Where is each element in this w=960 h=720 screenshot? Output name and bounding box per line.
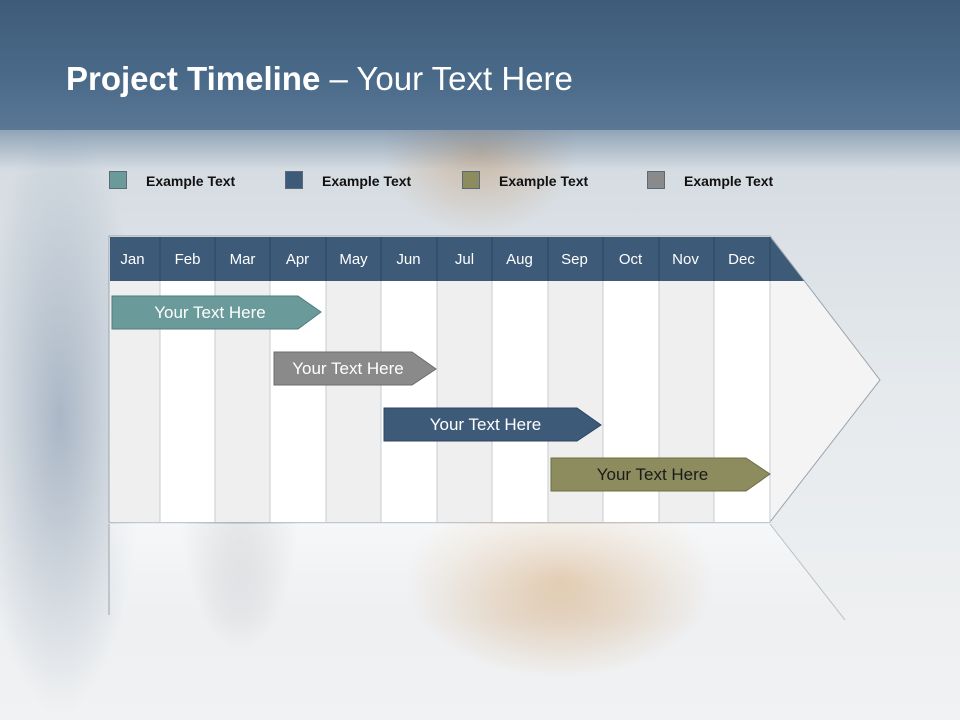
month-label-may: May — [339, 251, 368, 268]
column-dividers — [159, 237, 771, 522]
month-label-jul: Jul — [454, 251, 475, 268]
task-label-3[interactable]: Your Text Here — [429, 415, 542, 434]
month-label-dec: Dec — [728, 251, 755, 268]
column-jun — [381, 281, 437, 522]
month-header-band — [110, 237, 804, 281]
month-label-nov: Nov — [672, 251, 699, 268]
header-dividers — [159, 237, 771, 281]
month-label-mar: Mar — [229, 251, 256, 268]
legend-swatch-1 — [109, 171, 127, 189]
month-label-jun: Jun — [396, 251, 421, 268]
title-rest: – Your Text Here — [320, 60, 573, 97]
task-arrow-2 — [273, 351, 437, 386]
task-label-1[interactable]: Your Text Here — [154, 303, 266, 322]
title-bold: Project Timeline — [66, 60, 321, 97]
month-label-jan: Jan — [120, 251, 145, 268]
month-label-feb: Feb — [174, 251, 201, 268]
column-may — [326, 281, 381, 522]
legend-label-1: Example Text — [146, 173, 236, 189]
column-aug — [492, 281, 548, 522]
header-fade — [0, 130, 960, 170]
legend-label-4: Example Text — [684, 173, 774, 189]
task-arrow-4 — [550, 457, 771, 492]
task-arrow-3 — [383, 407, 602, 442]
month-label-aug: Aug — [506, 251, 533, 268]
page-title[interactable]: Project Timeline – Your Text Here — [66, 60, 573, 98]
legend-label-2: Example Text — [322, 173, 412, 189]
month-label-oct: Oct — [618, 251, 643, 268]
month-label-apr: Apr — [285, 251, 310, 268]
legend-swatch-4 — [647, 171, 665, 189]
task-arrow-1 — [111, 295, 322, 330]
legend-swatch-3 — [462, 171, 480, 189]
reflection-edge-right — [769, 523, 846, 621]
legend-swatch-2 — [285, 171, 303, 189]
header-band — [0, 0, 960, 130]
task-label-4[interactable]: Your Text Here — [596, 465, 709, 484]
timeline-reflection — [109, 524, 845, 620]
task-label-2[interactable]: Your Text Here — [292, 359, 404, 378]
legend-label-3: Example Text — [499, 173, 589, 189]
month-label-sep: Sep — [561, 251, 588, 268]
column-jul — [437, 281, 492, 522]
